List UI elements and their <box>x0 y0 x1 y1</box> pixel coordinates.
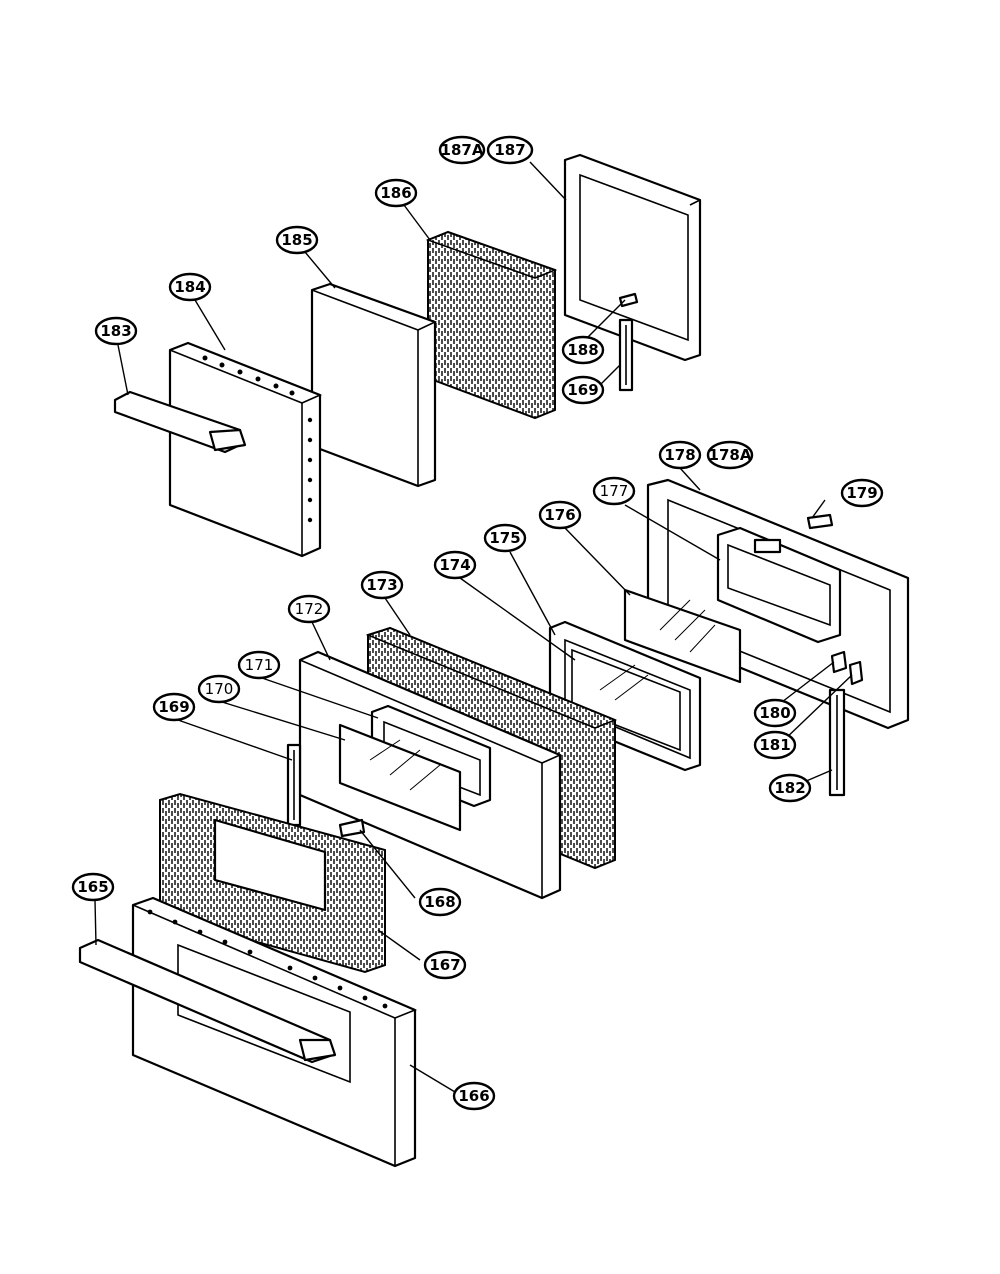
svg-text:185: 185 <box>281 231 312 249</box>
svg-text:187: 187 <box>494 141 525 159</box>
part-181-clip <box>848 660 864 686</box>
callout-187: 187 <box>486 135 534 165</box>
svg-text:168: 168 <box>424 893 455 911</box>
part-179-bracket <box>806 513 834 530</box>
part-170-inner-glass <box>338 723 462 832</box>
callout-170: 170 <box>197 674 241 704</box>
callout-188: 188 <box>561 335 605 365</box>
svg-text:166: 166 <box>458 1087 489 1105</box>
svg-text:179: 179 <box>846 484 877 502</box>
callout-167: 167 <box>423 950 467 980</box>
callout-184: 184 <box>168 272 212 302</box>
callout-177: 177 <box>592 476 636 506</box>
callout-187a: 187A <box>438 135 486 165</box>
svg-text:174: 174 <box>439 556 470 574</box>
callout-171: 171 <box>237 650 281 680</box>
leader-lines <box>94 161 853 1093</box>
svg-text:175: 175 <box>489 529 520 547</box>
callout-175: 175 <box>483 523 527 553</box>
svg-text:186: 186 <box>380 184 411 202</box>
part-180-clip <box>830 650 848 674</box>
part-185-inner-panel <box>310 282 438 488</box>
callout-178a: 178A <box>706 440 754 470</box>
part-176-inner-glass <box>623 588 742 684</box>
callout-180: 180 <box>753 698 797 728</box>
svg-text:187A: 187A <box>441 141 484 159</box>
svg-text:173: 173 <box>366 576 397 594</box>
callout-181: 181 <box>753 730 797 760</box>
part-168-clip <box>338 818 366 838</box>
part-174-middle-glass <box>571 648 681 752</box>
callout-169-mid: 169 <box>152 692 196 722</box>
callout-186: 186 <box>374 178 418 208</box>
svg-text:188: 188 <box>567 341 598 359</box>
part-169-upper-hinge <box>618 318 634 392</box>
svg-text:169: 169 <box>158 698 189 716</box>
callout-172: 172 <box>287 594 331 624</box>
svg-text:169: 169 <box>567 381 598 399</box>
svg-text:184: 184 <box>174 278 205 296</box>
svg-text:180: 180 <box>759 704 790 722</box>
svg-text:178: 178 <box>664 446 695 464</box>
part-165-lower-handle <box>78 938 337 1064</box>
callout-165: 165 <box>71 872 115 902</box>
svg-text:165: 165 <box>77 878 108 896</box>
svg-text:182: 182 <box>774 779 805 797</box>
callout-176: 176 <box>538 500 582 530</box>
svg-text:167: 167 <box>429 956 460 974</box>
part-177-window-gasket <box>716 526 842 644</box>
callout-179: 179 <box>840 478 884 508</box>
callout-183: 183 <box>94 316 138 346</box>
callout-173: 173 <box>360 570 404 600</box>
part-186-insulation-pad <box>425 230 558 420</box>
part-184-outer-door <box>168 341 323 558</box>
callout-168: 168 <box>418 887 462 917</box>
svg-text:170: 170 <box>205 680 234 698</box>
svg-text:181: 181 <box>759 736 790 754</box>
svg-text:171: 171 <box>245 656 274 674</box>
callout-182: 182 <box>768 773 812 803</box>
part-187-rear-frame <box>563 153 702 362</box>
callout-174: 174 <box>433 550 477 580</box>
part-183-upper-handle <box>113 390 247 454</box>
svg-text:177: 177 <box>600 482 629 500</box>
svg-text:178A: 178A <box>709 446 752 464</box>
callout-166: 166 <box>452 1081 496 1111</box>
callout-178: 178 <box>658 440 702 470</box>
callout-185: 185 <box>275 225 319 255</box>
svg-text:176: 176 <box>544 506 575 524</box>
svg-text:183: 183 <box>100 322 131 340</box>
svg-text:172: 172 <box>295 600 324 618</box>
part-182-lower-hinge <box>828 688 846 797</box>
part-169-door-hinge <box>286 743 302 827</box>
callout-169-top: 169 <box>561 375 605 405</box>
